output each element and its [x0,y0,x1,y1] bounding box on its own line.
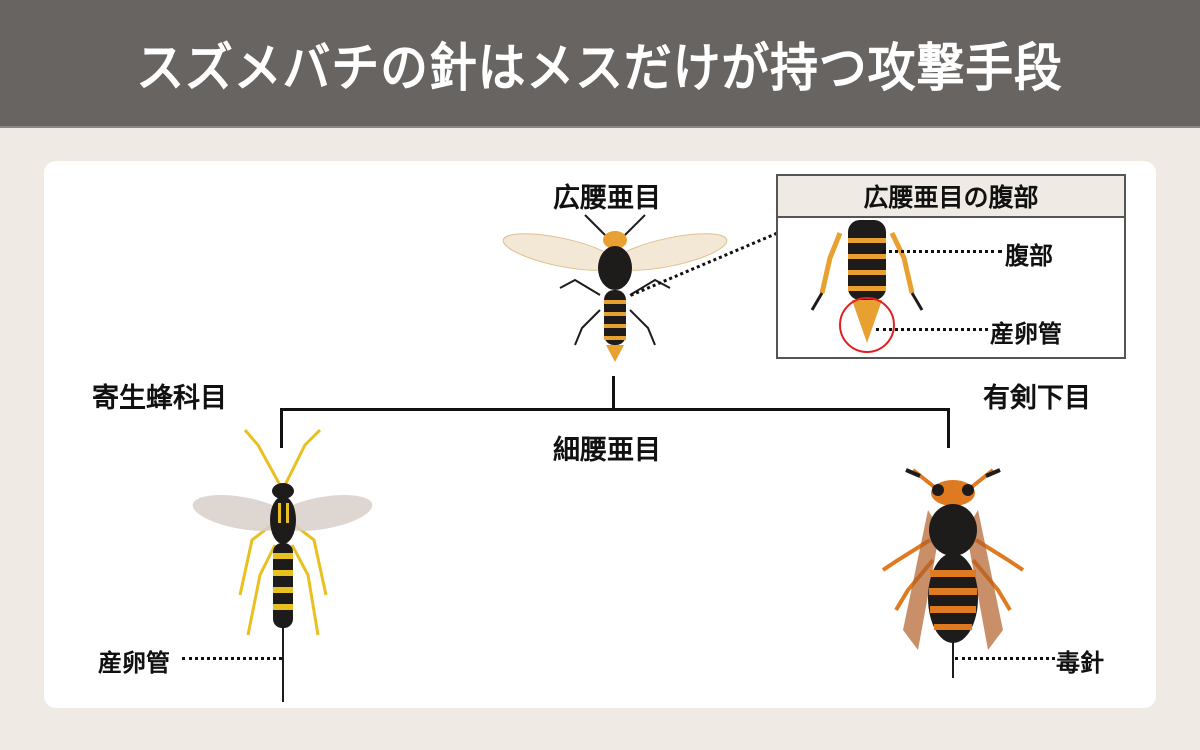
sawfly-abdomen-illustration [810,220,924,353]
branch-label: 細腰亜目 [553,435,661,466]
abdomen-label: 腹部 [1005,242,1053,270]
hornet-illustration [881,468,1025,678]
ichneumon-ovipositor-pointer-line [182,657,282,660]
ovipositor-label-inset: 産卵管 [990,320,1062,348]
right-child-label: 有剣下目 [983,383,1091,414]
tree-left-drop [280,408,283,448]
inset-title: 広腰亜目の腹部 [778,176,1124,218]
sawfly-illustration [502,214,728,362]
tree-right-drop [947,408,950,448]
stinger-label: 毒針 [1056,649,1104,677]
stinger-pointer-line [955,657,1055,660]
root-label: 広腰亜目 [553,183,661,214]
ovipositor-pointer-line-inset [876,328,988,331]
page-title: スズメバチの針はメスだけが持つ攻撃手段 [136,38,1064,99]
ichneumon-ovipositor-label: 産卵管 [98,649,170,677]
title-banner: スズメバチの針はメスだけが持つ攻撃手段 [0,0,1200,128]
tree-trunk-line [612,376,615,410]
ichneumon-illustration [192,428,373,702]
tree-horizontal-line [280,408,950,411]
left-child-label: 寄生蜂科目 [92,383,227,414]
abdomen-pointer-line [882,250,1002,253]
